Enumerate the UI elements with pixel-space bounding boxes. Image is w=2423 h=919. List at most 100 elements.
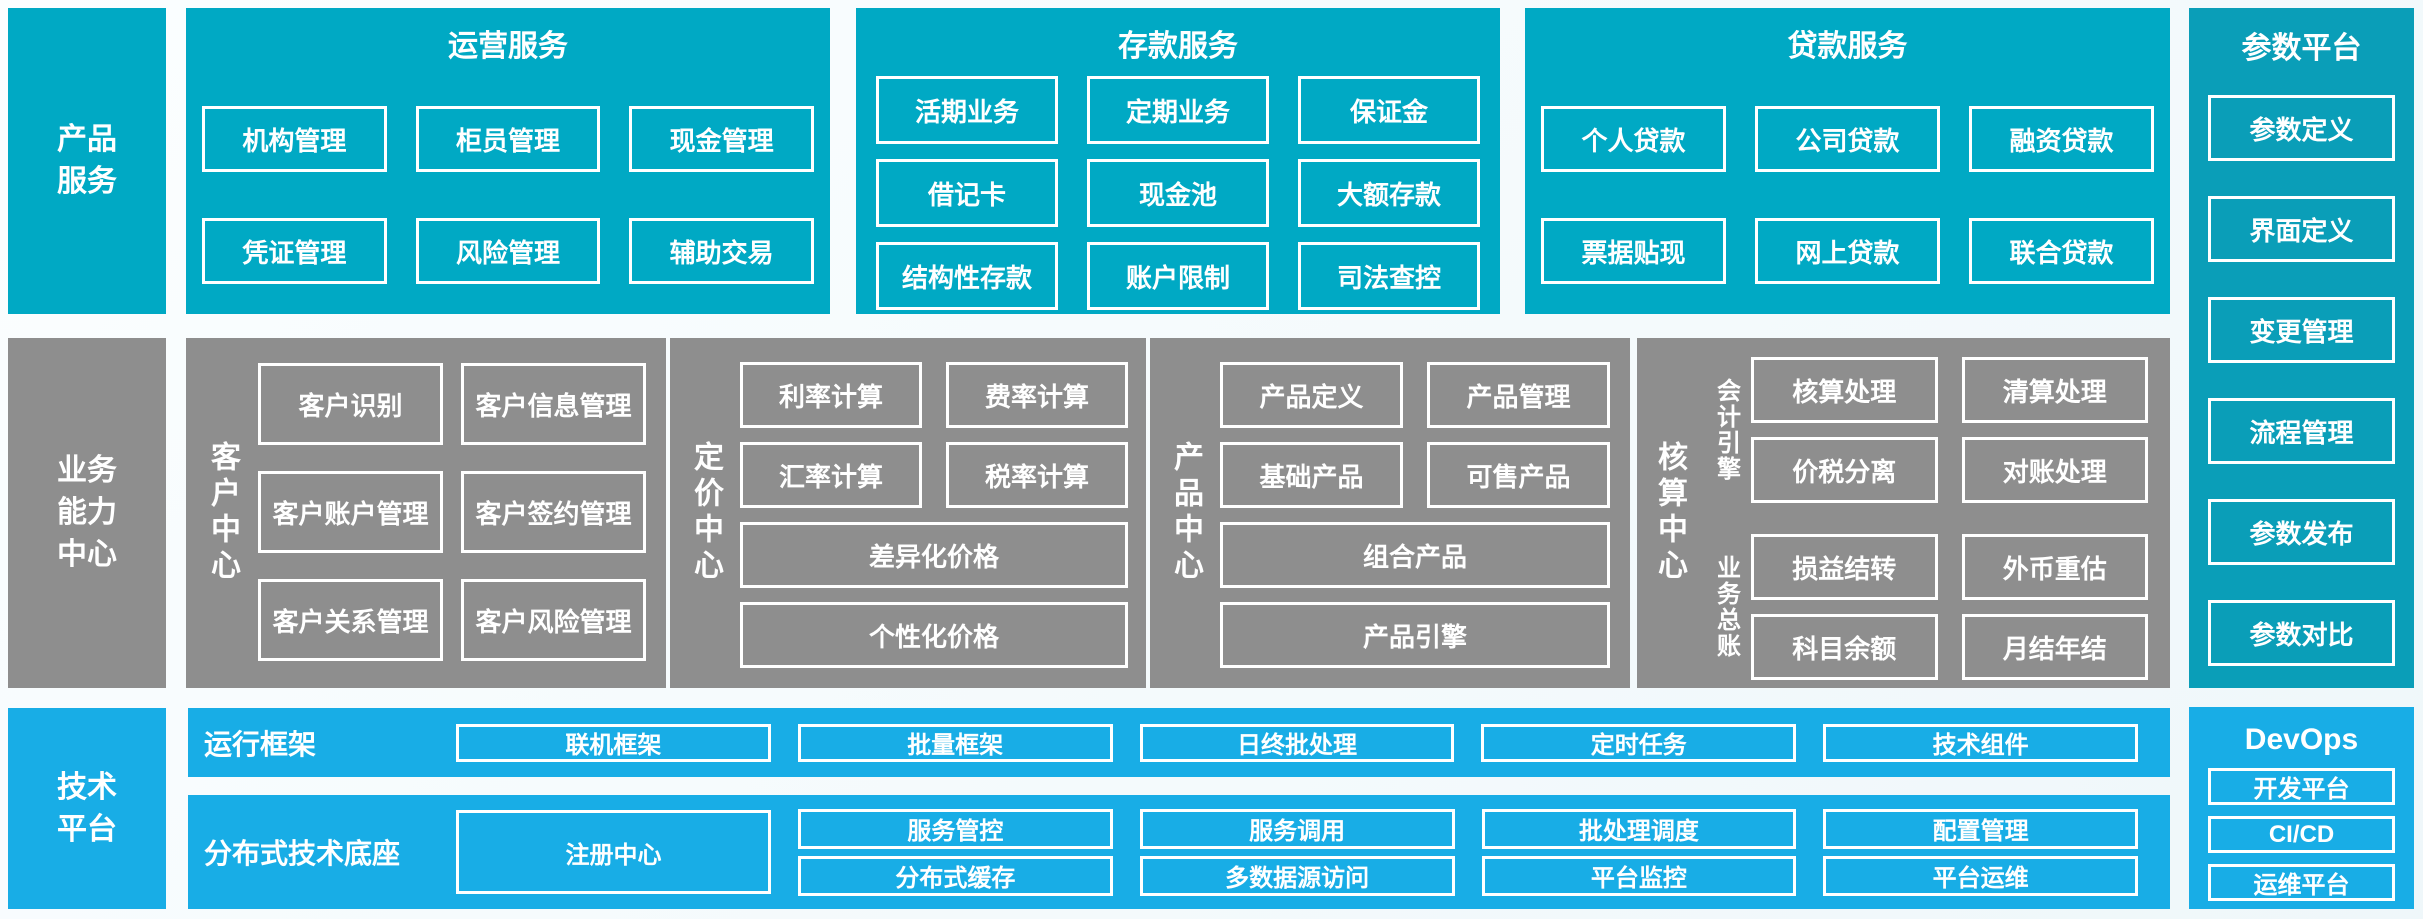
runtime-button[interactable]: 技术组件	[1823, 723, 2138, 762]
product-button-wide[interactable]: 产品引擎	[1220, 602, 1610, 668]
section-runtime-framework: 运行框架 联机框架批量框架日终批处理定时任务技术组件	[188, 708, 2170, 777]
customer-button[interactable]: 客户关系管理	[258, 579, 443, 661]
accounting-button[interactable]: 损益结转	[1751, 534, 1938, 600]
parameter-button[interactable]: 参数对比	[2208, 600, 2395, 666]
runtime-button[interactable]: 批量框架	[797, 723, 1113, 762]
registry-center-button[interactable]: 注册中心	[456, 810, 771, 894]
deposit-button[interactable]: 账户限制	[1087, 242, 1269, 310]
product-button[interactable]: 产品定义	[1220, 362, 1403, 428]
customer-center-title: 客户中心	[206, 441, 239, 585]
distributed-button[interactable]: 批处理调度	[1481, 808, 1797, 849]
distributed-buttons: 服务管控服务调用批处理调度配置管理分布式缓存多数据源访问平台监控平台运维	[798, 808, 2138, 896]
loan-services-title: 贷款服务	[1787, 30, 1908, 63]
distributed-button[interactable]: 平台运维	[1823, 855, 2138, 896]
product-button[interactable]: 产品管理	[1427, 362, 1610, 428]
section-pricing-center: 定价中心 利率计算 费率计算 汇率计算 税率计算 差异化价格 个性化价格	[670, 338, 1146, 688]
customer-button[interactable]: 客户签约管理	[461, 471, 646, 553]
pricing-button[interactable]: 费率计算	[946, 362, 1128, 428]
distributed-button[interactable]: 服务管控	[798, 808, 1113, 849]
accounting-engine-buttons: 核算处理清算处理价税分离对账处理	[1751, 357, 2148, 503]
accounting-button[interactable]: 核算处理	[1751, 357, 1938, 423]
pricing-button[interactable]: 利率计算	[740, 362, 922, 428]
devops-buttons: 开发平台 CI/CD 运维平台	[2208, 768, 2395, 901]
deposit-button[interactable]: 现金池	[1087, 159, 1269, 227]
pricing-buttons: 利率计算 费率计算 汇率计算 税率计算 差异化价格 个性化价格	[740, 362, 1128, 668]
parameter-button[interactable]: 变更管理	[2208, 297, 2395, 363]
rail-tech-platform-label: 技术平台	[57, 770, 117, 846]
distributed-button[interactable]: 服务调用	[1139, 808, 1455, 849]
loan-button[interactable]: 网上贷款	[1755, 218, 1940, 284]
runtime-button[interactable]: 定时任务	[1481, 723, 1797, 762]
accounting-button[interactable]: 对账处理	[1961, 437, 2148, 503]
parameter-button[interactable]: 流程管理	[2208, 398, 2395, 464]
operation-button[interactable]: 辅助交易	[629, 218, 814, 284]
deposit-button[interactable]: 借记卡	[876, 159, 1058, 227]
product-button[interactable]: 可售产品	[1427, 442, 1610, 508]
parameter-button[interactable]: 参数定义	[2208, 95, 2395, 161]
rail-product-services: 产品服务	[8, 8, 166, 314]
pricing-button[interactable]: 税率计算	[946, 442, 1128, 508]
section-product-center: 产品中心 产品定义 产品管理 基础产品 可售产品 组合产品 产品引擎	[1150, 338, 1630, 688]
parameter-button[interactable]: 参数发布	[2208, 499, 2395, 565]
product-buttons: 产品定义 产品管理 基础产品 可售产品 组合产品 产品引擎	[1220, 362, 1610, 668]
runtime-framework-title: 运行框架	[204, 728, 317, 760]
accounting-button[interactable]: 月结年结	[1961, 614, 2148, 680]
loan-button[interactable]: 联合贷款	[1969, 218, 2154, 284]
accounting-group-general-ledger: 业务总账 损益结转外币重估科目余额月结年结	[1701, 534, 2148, 680]
runtime-button[interactable]: 联机框架	[456, 723, 771, 762]
section-operations-services: 运营服务 机构管理柜员管理现金管理凭证管理风险管理辅助交易	[186, 8, 830, 314]
pricing-center-title: 定价中心	[689, 441, 722, 585]
loan-button[interactable]: 票据贴现	[1541, 218, 1726, 284]
deposit-button[interactable]: 结构性存款	[876, 242, 1058, 310]
accounting-center-title: 核算中心	[1653, 441, 1686, 585]
accounting-button[interactable]: 科目余额	[1751, 614, 1938, 680]
section-deposit-services: 存款服务 活期业务定期业务保证金借记卡现金池大额存款结构性存款账户限制司法查控	[856, 8, 1500, 314]
deposit-button[interactable]: 保证金	[1298, 76, 1480, 144]
customer-button[interactable]: 客户风险管理	[461, 579, 646, 661]
deposit-services-title: 存款服务	[1118, 30, 1238, 63]
operation-button[interactable]: 凭证管理	[202, 218, 387, 284]
distributed-button[interactable]: 配置管理	[1823, 808, 2138, 849]
operation-button[interactable]: 现金管理	[629, 106, 814, 172]
customer-button[interactable]: 客户账户管理	[258, 471, 443, 553]
runtime-button[interactable]: 日终批处理	[1139, 723, 1455, 762]
operation-button[interactable]: 机构管理	[202, 106, 387, 172]
distributed-button[interactable]: 多数据源访问	[1139, 855, 1455, 896]
loan-button[interactable]: 公司贷款	[1755, 106, 1940, 172]
accounting-engine-label: 会计引擎	[1712, 378, 1740, 482]
operation-button[interactable]: 风险管理	[415, 218, 601, 284]
deposit-button[interactable]: 活期业务	[876, 76, 1058, 144]
rail-product-services-label: 产品服务	[57, 123, 117, 198]
deposit-button[interactable]: 司法查控	[1298, 242, 1480, 310]
product-button-wide[interactable]: 组合产品	[1220, 522, 1610, 588]
customer-button[interactable]: 客户识别	[258, 363, 443, 445]
loan-button[interactable]: 个人贷款	[1541, 106, 1726, 172]
customer-button[interactable]: 客户信息管理	[461, 363, 646, 445]
distributed-button[interactable]: 平台监控	[1481, 855, 1797, 896]
pricing-button-wide[interactable]: 差异化价格	[740, 522, 1128, 588]
deposit-button[interactable]: 大额存款	[1298, 159, 1480, 227]
operation-button[interactable]: 柜员管理	[415, 106, 601, 172]
section-loan-services: 贷款服务 个人贷款公司贷款融资贷款票据贴现网上贷款联合贷款	[1525, 8, 2170, 314]
devops-button[interactable]: CI/CD	[2208, 816, 2395, 853]
distributed-button[interactable]: 分布式缓存	[798, 855, 1113, 896]
product-button[interactable]: 基础产品	[1220, 442, 1403, 508]
product-center-title: 产品中心	[1169, 441, 1202, 585]
devops-title: DevOps	[2244, 723, 2359, 756]
devops-button[interactable]: 运维平台	[2208, 864, 2395, 901]
deposit-buttons: 活期业务定期业务保证金借记卡现金池大额存款结构性存款账户限制司法查控	[876, 76, 1480, 310]
devops-button[interactable]: 开发平台	[2208, 768, 2395, 805]
loan-buttons: 个人贷款公司贷款融资贷款票据贴现网上贷款联合贷款	[1541, 106, 2154, 284]
accounting-button[interactable]: 清算处理	[1961, 357, 2148, 423]
parameter-button[interactable]: 界面定义	[2208, 196, 2395, 262]
accounting-button[interactable]: 外币重估	[1961, 534, 2148, 600]
parameter-platform-title: 参数平台	[2241, 32, 2362, 65]
deposit-button[interactable]: 定期业务	[1087, 76, 1269, 144]
section-distributed-base: 分布式技术底座 注册中心 服务管控服务调用批处理调度配置管理分布式缓存多数据源访…	[188, 795, 2170, 909]
loan-button[interactable]: 融资贷款	[1969, 106, 2154, 172]
section-parameter-platform: 参数平台 参数定义界面定义变更管理流程管理参数发布参数对比	[2189, 8, 2414, 688]
pricing-button-wide[interactable]: 个性化价格	[740, 602, 1128, 668]
accounting-button[interactable]: 价税分离	[1751, 437, 1938, 503]
pricing-button[interactable]: 汇率计算	[740, 442, 922, 508]
accounting-group-ledger-engine: 会计引擎 核算处理清算处理价税分离对账处理	[1701, 357, 2148, 503]
